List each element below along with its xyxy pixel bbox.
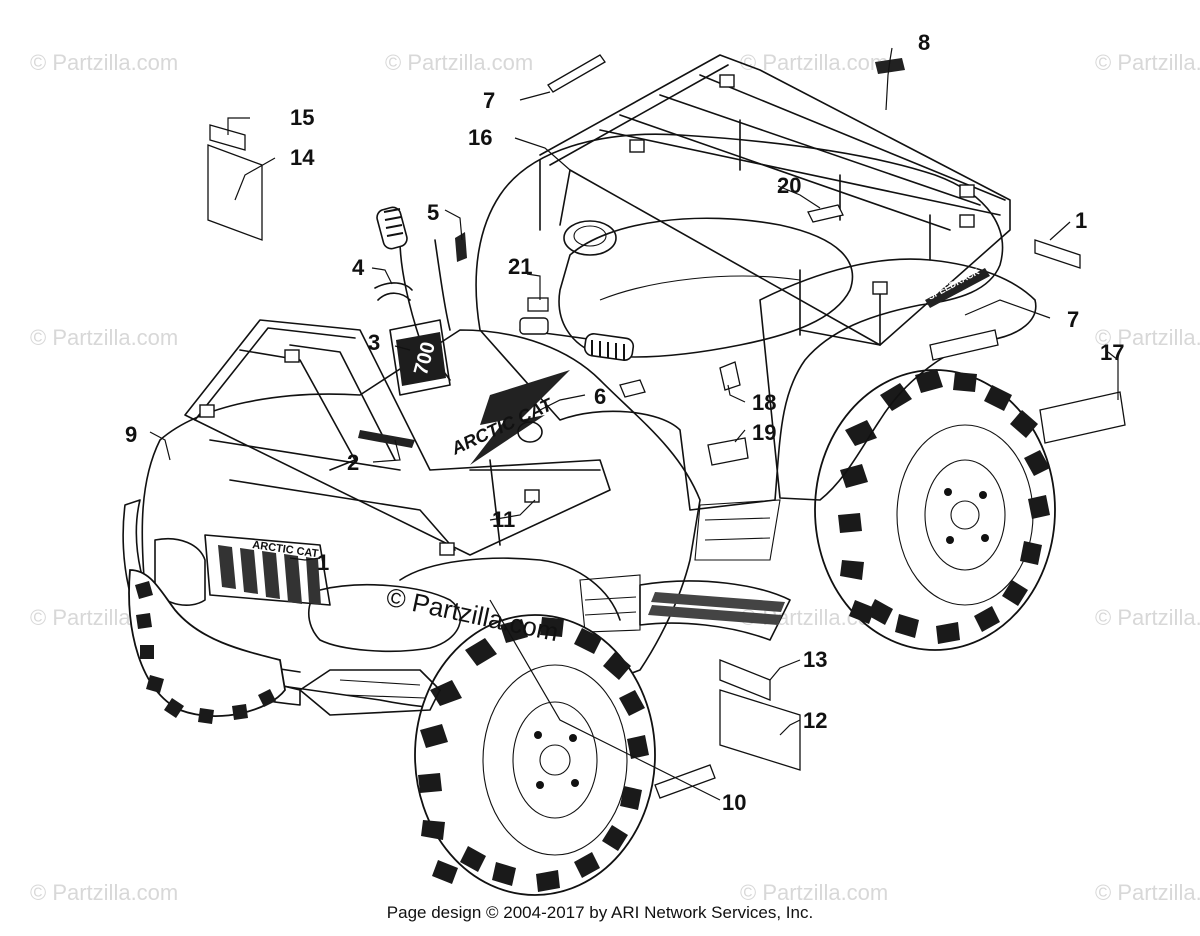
watermark: © Partzilla.com (30, 325, 178, 350)
callout-2: 2 (347, 450, 359, 475)
front-right-wheel (414, 614, 656, 896)
loose-decals (207, 54, 1126, 799)
watermark: © Partzilla.com (1095, 605, 1200, 630)
callout-19: 19 (752, 420, 776, 445)
page-footer: Page design © 2004-2017 by ARI Network S… (386, 903, 814, 922)
callout-9: 9 (125, 422, 137, 447)
callout-1-right: 1 (1075, 208, 1087, 233)
front-suspension (299, 669, 441, 716)
watermark: © Partzilla.com (385, 50, 533, 75)
watermark: © Partzilla.com (30, 50, 178, 75)
watermark: © Partzilla.com (1095, 50, 1200, 75)
callout-labels: 15 14 7 16 8 1 17 7 20 21 5 4 3 6 18 19 … (125, 30, 1124, 815)
callout-8: 8 (918, 30, 930, 55)
leader-lines (149, 47, 1119, 801)
callout-11: 11 (492, 507, 515, 532)
watermark: © Partzilla.com (1095, 880, 1200, 905)
dash-pod: 700 (389, 319, 451, 396)
callout-7-right: 7 (1067, 307, 1079, 332)
callout-7-top: 7 (483, 88, 495, 113)
callout-15: 15 (290, 105, 314, 130)
handlebar (376, 206, 635, 381)
callout-12: 12 (803, 708, 827, 733)
watermark: © Partzilla.com (740, 50, 888, 75)
watermark: © Partzilla.com (30, 880, 178, 905)
front-grille: ARCTIC CAT (204, 534, 331, 606)
callout-10: 10 (722, 790, 746, 815)
callout-1-front: 1 (317, 550, 329, 575)
callout-3: 3 (368, 330, 380, 355)
watermark: © Partzilla.com (1095, 325, 1200, 350)
callout-17: 17 (1100, 340, 1124, 365)
callout-18: 18 (752, 390, 776, 415)
callout-21: 21 (508, 254, 532, 279)
watermark-layer: © Partzilla.com © Partzilla.com © Partzi… (30, 50, 1200, 905)
front-rack (184, 319, 611, 556)
callout-5: 5 (427, 200, 439, 225)
callout-16: 16 (468, 125, 492, 150)
front-left-wheel (128, 569, 286, 724)
rear-right-wheel (814, 369, 1056, 651)
callout-14: 14 (290, 145, 315, 170)
callout-4: 4 (352, 255, 365, 280)
callout-20: 20 (777, 173, 801, 198)
rear-right-fender (759, 258, 1037, 501)
rear-rack: SPEEDRACK (539, 54, 1011, 346)
callout-6: 6 (594, 384, 606, 409)
side-logo-decal: ARCTIC CAT (447, 370, 570, 465)
callout-13: 13 (803, 647, 827, 672)
watermark: © Partzilla.com (740, 880, 888, 905)
